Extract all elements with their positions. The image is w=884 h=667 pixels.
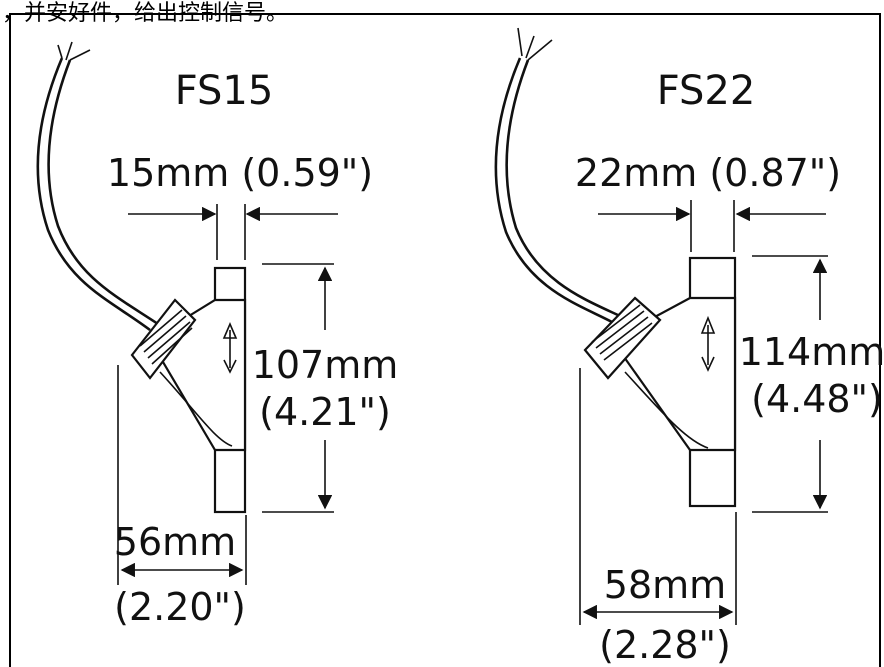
width-in-label: (2.28"): [599, 623, 731, 667]
sensor-fs15: FS15 15mm (0.59") 107mm (4.21") 56mm (2.…: [36, 41, 399, 629]
width-mm-label: 58mm: [604, 563, 726, 607]
pipe-diameter-label: 22mm (0.87"): [575, 151, 841, 195]
flow-direction-arrows-icon: [700, 315, 716, 372]
model-label: FS15: [175, 68, 274, 114]
cable: [494, 27, 621, 324]
height-in-label: (4.48"): [751, 377, 883, 421]
sensor-fs22: FS22 22mm (0.87") 114mm (4.48") 58mm (2.…: [494, 27, 884, 667]
sensor-nut: [583, 296, 662, 380]
height-mm-label: 107mm: [252, 343, 399, 387]
flow-direction-arrows-icon: [222, 321, 238, 374]
frame-border: [9, 13, 881, 667]
cable: [36, 41, 159, 332]
height-mm-label: 114mm: [739, 330, 884, 374]
sensor-nut: [130, 298, 197, 380]
width-in-label: (2.20"): [114, 585, 246, 629]
height-in-label: (4.21"): [259, 390, 391, 434]
width-mm-label: 56mm: [114, 520, 236, 564]
pipe-diameter-label: 15mm (0.59"): [107, 151, 373, 195]
model-label: FS22: [657, 68, 756, 114]
